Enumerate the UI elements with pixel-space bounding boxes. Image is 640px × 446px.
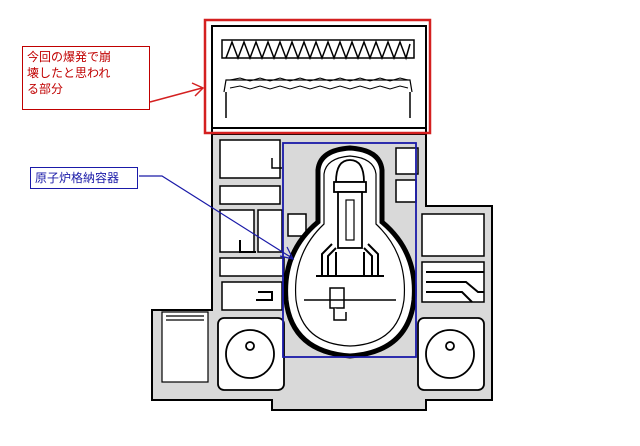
pedestal [304,287,396,321]
reactor-pressure-vessel [333,159,367,249]
containment-vessel-label: 原子炉格納容器 [30,167,138,189]
piping [239,240,484,303]
overhead-crane [223,77,413,118]
suppression-chamber-left [217,317,285,391]
suppression-chamber-right [417,317,485,391]
explosion-callout-arrow [149,82,205,103]
explosion-area-label: 今回の爆発で崩 壊したと思われ る部分 [22,46,150,110]
left-rooms [219,139,307,311]
primary-containment-vessel [283,145,417,359]
containment-highlight [282,142,417,358]
explosion-area-highlight [203,18,432,135]
stair-block [161,311,209,383]
containment-callout-arrow [139,175,295,260]
recirculation-piping [316,243,384,277]
roof-truss [221,39,415,61]
